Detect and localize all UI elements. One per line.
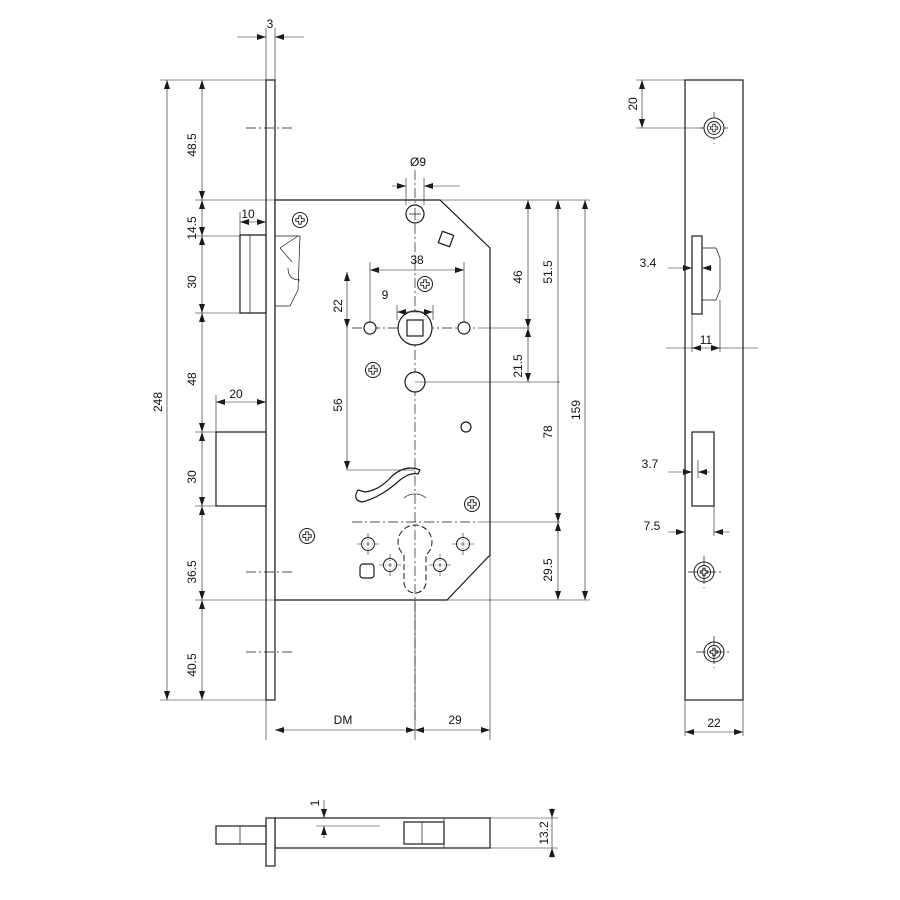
dim-spindle-to-holes: 22 [331,299,345,313]
dim-cylinder-to-bottom: 29.5 [541,558,555,582]
dim-bolt-height: 30 [185,470,199,484]
dim-bolt-to-bottom: 36.5 [185,560,199,584]
dim-top-right-to-body: 51.5 [541,260,555,284]
dim-hole-spacing: 38 [410,253,424,267]
faceplate-side [684,79,744,701]
dim-small-spacing: 9 [382,288,389,302]
latch [239,234,267,314]
faceplate [265,79,276,701]
latch-bottom [215,825,267,845]
dim-latch-zone: 14.5 [185,216,199,240]
side-view: 20 3.4 11 3.7 7.5 22 [626,79,758,736]
bolt-side [691,431,715,507]
latch-side [691,235,703,315]
dim-between-latch-bolt: 48 [185,372,199,386]
dim-spindle-to-top-right: 46 [511,270,525,284]
screw-icon [417,276,433,292]
screw-icon [464,496,480,512]
dim-bolt-projection: 20 [229,387,243,401]
body-bottom [274,817,491,849]
dim-latch-height: 30 [185,275,199,289]
screw-hole-icon [703,117,725,139]
screw-icon [299,528,315,544]
dim-bottom-to-end: 40.5 [185,653,199,677]
dim-bolt-projection-side: 3.7 [642,457,659,471]
screw-icon [365,362,381,378]
dim-lower-hole-offset: 21.5 [511,354,525,378]
bolt [215,431,267,507]
dim-cylinder-to-back: 29 [448,713,462,727]
dim-bolt-offset: 7.5 [644,519,661,533]
dim-body-thickness: 13.2 [537,821,551,845]
bottom-view: 1 13.2 [215,799,558,867]
screw-icon [292,212,308,228]
dim-hole-to-cylinder: 78 [541,425,555,439]
dim-plate-width: 22 [707,716,721,730]
faceplate-bottom [265,817,276,867]
dim-top-to-latch: 48.5 [185,133,199,157]
dim-latch-depth: 11 [700,333,713,347]
dim-follower-bore-dia: Ø9 [410,155,426,169]
cylinder-profile [397,524,433,594]
front-view: 3 248 48.5 14.5 30 48 30 36.5 40.5 10 20… [151,17,590,740]
dim-step: 1 [308,799,322,806]
dim-top-hole: 20 [626,97,640,111]
dim-spindle-to-cylinder: 56 [331,398,345,412]
spindle-square [406,319,424,337]
dim-latch-projection: 3.4 [640,256,657,270]
dim-faceplate-thickness: 3 [267,17,274,31]
dim-body-height: 159 [569,400,583,420]
dim-total-height: 248 [151,392,165,412]
dim-latch-offset: 10 [241,207,255,221]
dim-backset: DM [334,713,353,727]
